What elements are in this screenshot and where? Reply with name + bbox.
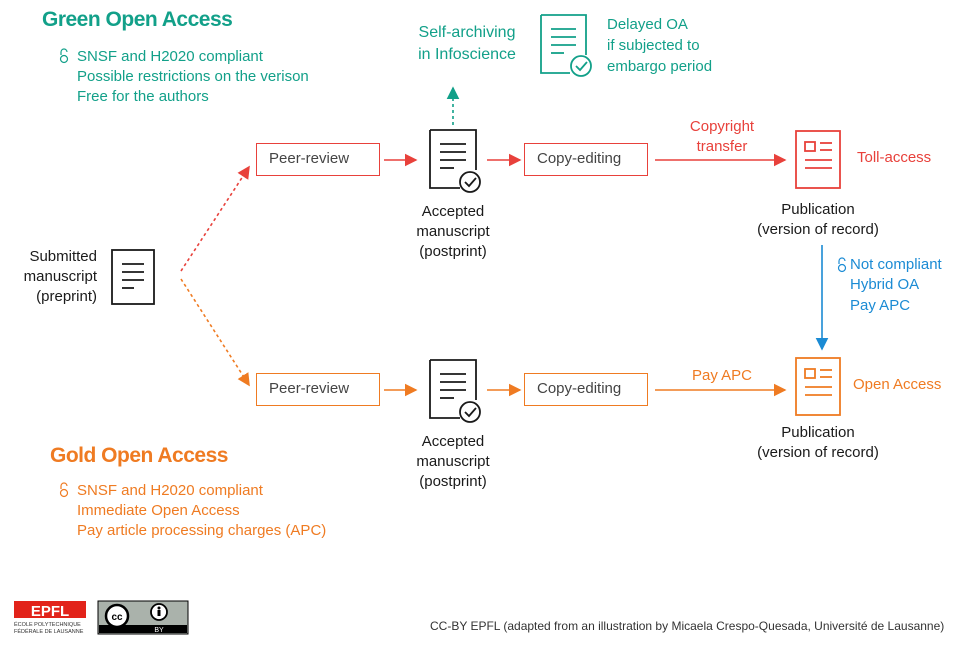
svg-text:EPFL: EPFL xyxy=(31,603,69,620)
open-lock-icon-blue xyxy=(837,257,847,273)
copyright-transfer-label: transfer xyxy=(696,138,748,155)
gold-oa-bullet: Immediate Open Access xyxy=(77,502,240,519)
delayed-oa-label: if subjected to xyxy=(607,37,700,54)
footer-credit: CC-BY EPFL (adapted from an illustration… xyxy=(430,619,945,633)
document-icon-submitted xyxy=(111,249,155,305)
gold-oa-bullet: SNSF and H2020 compliant xyxy=(77,482,263,499)
accepted-label-bottom: (postprint) xyxy=(419,473,487,490)
publication-icon-open xyxy=(795,357,841,416)
publication-label-bottom: Publication xyxy=(781,424,855,441)
gold-oa-title: Gold Open Access xyxy=(50,444,228,467)
publication-label-top: (version of record) xyxy=(757,221,879,238)
epfl-logo: EPFL ÉCOLE POLYTECHNIQUE FÉDÉRALE DE LAU… xyxy=(14,601,86,635)
accepted-label-top: manuscript xyxy=(416,223,490,240)
copyright-transfer-label: Copyright xyxy=(689,118,755,135)
document-check-icon-top xyxy=(429,129,481,193)
hybrid-label: Not compliant xyxy=(850,256,942,273)
gold-oa-bullet: Pay article processing charges (APC) xyxy=(77,522,327,539)
submitted-label: Submitted xyxy=(29,248,97,265)
green-oa-title: Green Open Access xyxy=(42,8,233,31)
publication-label-top: Publication xyxy=(781,201,855,218)
open-access-label: Open Access xyxy=(853,376,942,393)
cc-by-logo: cc BY xyxy=(97,600,189,635)
accepted-label-bottom: manuscript xyxy=(416,453,490,470)
copy-editing-box-bottom: Copy-editing xyxy=(524,373,648,406)
copy-editing-box-top: Copy-editing xyxy=(524,143,648,176)
delayed-oa-label: embargo period xyxy=(607,58,713,75)
peer-review-box-top: Peer-review xyxy=(256,143,380,176)
svg-text:cc: cc xyxy=(111,612,123,623)
publication-icon-toll xyxy=(795,130,841,189)
submitted-label: (preprint) xyxy=(36,288,97,305)
green-oa-bullet: Free for the authors xyxy=(77,88,209,105)
svg-text:FÉDÉRALE DE LAUSANNE: FÉDÉRALE DE LAUSANNE xyxy=(14,628,84,635)
arrow-to-peer-review-bottom xyxy=(180,278,250,387)
svg-text:ÉCOLE POLYTECHNIQUE: ÉCOLE POLYTECHNIQUE xyxy=(14,621,81,628)
svg-text:BY: BY xyxy=(154,627,164,634)
open-lock-icon-green xyxy=(59,48,69,64)
accepted-label-top: Accepted xyxy=(421,203,485,220)
publication-label-bottom: (version of record) xyxy=(757,444,879,461)
document-check-icon-bottom xyxy=(429,359,481,423)
document-check-icon-delayed xyxy=(540,14,592,77)
arrow-to-peer-review-top xyxy=(180,165,250,272)
submitted-label: manuscript xyxy=(23,268,97,285)
accepted-label-top: (postprint) xyxy=(419,243,487,260)
accepted-label-bottom: Accepted xyxy=(421,433,485,450)
green-oa-bullet: Possible restrictions on the verison xyxy=(77,68,309,85)
peer-review-box-bottom: Peer-review xyxy=(256,373,380,406)
hybrid-label: Pay APC xyxy=(850,297,911,314)
green-oa-bullet: SNSF and H2020 compliant xyxy=(77,48,263,65)
self-archiving-label: in Infoscience xyxy=(418,46,516,63)
self-archiving-label: Self-archiving xyxy=(418,24,516,41)
open-lock-icon-gold xyxy=(59,482,69,498)
delayed-oa-label: Delayed OA xyxy=(607,16,688,33)
hybrid-label: Hybrid OA xyxy=(850,276,920,293)
pay-apc-label: Pay APC xyxy=(691,367,753,384)
toll-access-label: Toll-access xyxy=(857,149,932,166)
